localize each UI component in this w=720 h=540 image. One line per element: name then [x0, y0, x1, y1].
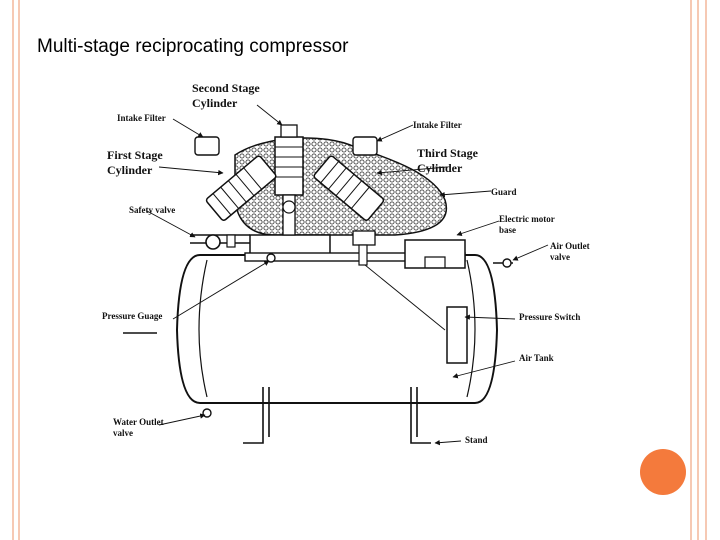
intake-filter-left-shape [194, 136, 220, 156]
air-outlet-valve-knob [502, 258, 512, 268]
label-third-stage-cylinder-2: Cylinder [417, 161, 463, 175]
safety-valve-knob [205, 234, 221, 250]
motor-base [404, 239, 466, 269]
stand-left [243, 387, 270, 444]
stand-right [410, 387, 431, 444]
intake-filter-right-shape [352, 136, 378, 156]
frame-line-right-1 [690, 0, 692, 540]
label-second-stage-cylinder-2: Cylinder [192, 96, 238, 110]
label-water-outlet-valve-2: valve [113, 428, 133, 438]
label-third-stage-cylinder-1: Third Stage [417, 146, 479, 160]
label-guard: Guard [491, 187, 517, 197]
frame-line-left-1 [12, 0, 14, 540]
first-stage-cylinder [205, 155, 277, 221]
label-second-stage-cylinder-1: Second Stage [192, 81, 260, 95]
label-stand: Stand [465, 435, 488, 445]
frame-line-right-2 [697, 0, 699, 540]
label-first-stage-cylinder-1: First Stage [107, 148, 163, 162]
label-intake-filter-right: Intake Filter [413, 120, 462, 130]
water-outlet-valve-knob [202, 408, 212, 418]
pressure-gauge-dial [266, 253, 276, 263]
label-first-stage-cylinder-2: Cylinder [107, 163, 153, 177]
label-electric-motor-base-2: base [499, 225, 516, 235]
frame-line-right-3 [705, 0, 707, 540]
frame-line-left-2 [18, 0, 20, 540]
label-air-outlet-valve-2: valve [550, 252, 570, 262]
third-stage-cylinder [313, 155, 385, 221]
label-intake-filter-left: Intake Filter [117, 113, 166, 123]
label-safety-valve: Safety valve [129, 205, 175, 215]
second-stage-cylinder [274, 136, 304, 196]
accent-circle [640, 449, 686, 495]
label-air-outlet-valve-1: Air Outlet [550, 241, 590, 251]
slide-title: Multi-stage reciprocating compressor [37, 36, 349, 57]
label-pressure-switch: Pressure Switch [519, 312, 580, 322]
pressure-switch-box [446, 306, 468, 364]
label-water-outlet-valve-1: Water Outlet [113, 417, 164, 427]
air-tank-shape [175, 254, 499, 404]
label-electric-motor-base-1: Electric motor [499, 214, 555, 224]
label-pressure-gauge: Pressure Guage [102, 311, 162, 321]
label-air-tank: Air Tank [519, 353, 554, 363]
compressor-diagram: Second Stage Cylinder Intake Filter Inta… [102, 81, 590, 446]
